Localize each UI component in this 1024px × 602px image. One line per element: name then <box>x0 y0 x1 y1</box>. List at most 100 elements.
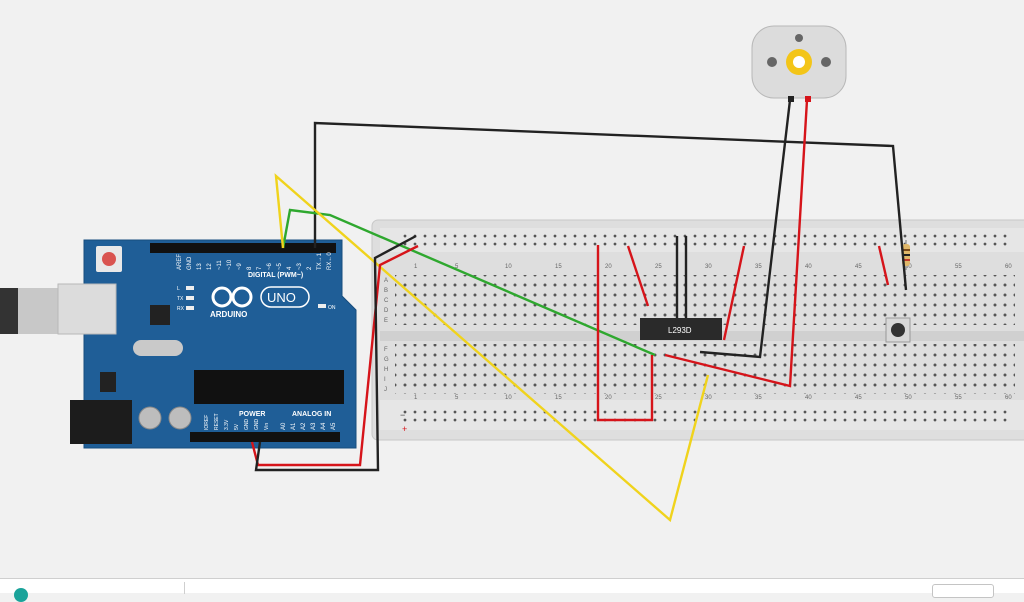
column-number-top: 5 <box>455 264 459 270</box>
analog-pin-label: A1 <box>291 422 297 430</box>
arduino-uno-board[interactable]: ARDUINO UNO DIGITAL (PWM~) POWER ANALOG … <box>0 239 357 449</box>
digital-pin-label: ~11 <box>217 260 223 270</box>
wire-black-arduino-to-resistor <box>313 121 908 291</box>
chip-label: L293D <box>668 326 692 335</box>
column-number-top: 10 <box>505 264 512 270</box>
column-number-top: 35 <box>755 264 762 270</box>
digital-pin-label: 2 <box>307 266 313 270</box>
wire-green-pin6-to-chip <box>281 208 656 357</box>
power-jack <box>70 400 132 444</box>
row-letter-top: E <box>384 318 388 324</box>
column-number-bottom: 1 <box>414 395 418 401</box>
column-number-bottom: 20 <box>605 395 612 401</box>
l293d-chip[interactable]: L293D <box>640 318 722 340</box>
row-letter-top: D <box>384 308 389 314</box>
usb-connector <box>18 288 58 334</box>
atmega-chip <box>194 370 344 404</box>
power-pin-label: GND <box>244 419 250 431</box>
row-letter-bottom: I <box>384 377 386 383</box>
digital-pin-label: 12 <box>207 263 213 270</box>
row-letter-bottom: F <box>384 347 388 353</box>
top-power-rail[interactable] <box>398 232 1013 248</box>
digital-pin-label: RX←0 <box>327 252 333 270</box>
push-button[interactable] <box>885 317 911 343</box>
row-letter-top: B <box>384 288 388 294</box>
digital-pin-label: 13 <box>197 263 203 270</box>
power-header-label: POWER <box>239 411 265 418</box>
wire-red-5v-to-rail <box>250 244 419 467</box>
row-letter-top: A <box>384 278 388 284</box>
row-letter-bottom: G <box>384 357 389 363</box>
led-label: TX <box>177 296 184 302</box>
column-number-top: 60 <box>1005 264 1012 270</box>
wire-red-button <box>877 245 890 286</box>
power-pin-label: 5V <box>234 423 240 430</box>
digital-pin-label: AREF <box>177 254 183 270</box>
capacitor-2 <box>168 406 192 430</box>
column-number-bottom: 10 <box>505 395 512 401</box>
arduino-model-label: UNO <box>267 290 296 305</box>
column-number-bottom: 45 <box>855 395 862 401</box>
power-analog-header[interactable] <box>190 432 340 442</box>
status-bar <box>0 578 1024 602</box>
digital-pin-label: ~10 <box>227 259 233 270</box>
status-led <box>186 296 194 300</box>
row-letter-bottom: J <box>384 387 387 393</box>
analog-pin-label: A0 <box>281 422 287 430</box>
capacitor-1 <box>138 406 162 430</box>
wire-black-gnd-to-rail <box>254 234 417 472</box>
status-button[interactable] <box>932 584 994 598</box>
column-number-bottom: 25 <box>655 395 662 401</box>
wire-yellow-pin5-to-chip <box>274 173 710 523</box>
reset-button-cap[interactable] <box>102 252 116 266</box>
column-number-top: 1 <box>414 264 418 270</box>
digital-pin-label: ~6 <box>267 262 273 270</box>
bottom-power-rail[interactable] <box>398 406 1013 422</box>
wire-red-chip-pin8 <box>722 245 746 341</box>
power-pin-label: GND <box>254 419 260 431</box>
column-number-bottom: 50 <box>905 395 912 401</box>
digital-pin-label: 8 <box>247 266 253 270</box>
digital-header[interactable] <box>150 243 336 253</box>
on-led <box>318 304 326 308</box>
digital-pin-label: GND <box>187 256 193 270</box>
power-pin-label: Vin <box>264 423 270 430</box>
rail-minus-label: − <box>400 410 405 420</box>
column-number-bottom: 40 <box>805 395 812 401</box>
digital-header-label: DIGITAL (PWM~) <box>248 272 303 279</box>
usb-chip <box>150 305 170 325</box>
digital-pin-label: 7 <box>257 266 263 270</box>
column-number-top: 25 <box>655 264 662 270</box>
dc-motor[interactable] <box>751 25 847 102</box>
digital-pin-label: TX→1 <box>317 252 323 270</box>
status-divider <box>184 582 185 594</box>
wire-red-motor-to-chip <box>664 99 809 388</box>
rail-plus-label: + <box>402 424 407 434</box>
power-pin-label: 3.3V <box>224 419 230 430</box>
wires[interactable] <box>250 99 908 523</box>
usb-port <box>57 283 117 335</box>
arduino-logo-icon <box>211 286 253 308</box>
crystal <box>133 340 183 356</box>
analog-pin-label: A2 <box>301 422 307 430</box>
wire-red-chip-to-rail <box>626 245 650 307</box>
digital-pin-label: 4 <box>287 266 293 270</box>
top-terminal-strip[interactable] <box>395 275 1015 325</box>
column-number-top: 15 <box>555 264 562 270</box>
column-number-bottom: 35 <box>755 395 762 401</box>
arduino-brand-label: ARDUINO <box>210 310 247 319</box>
led-label: L <box>177 286 180 292</box>
analog-pin-label: A5 <box>331 422 337 430</box>
voltage-regulator <box>100 372 116 392</box>
column-number-top: 50 <box>905 264 912 270</box>
column-number-top: 40 <box>805 264 812 270</box>
